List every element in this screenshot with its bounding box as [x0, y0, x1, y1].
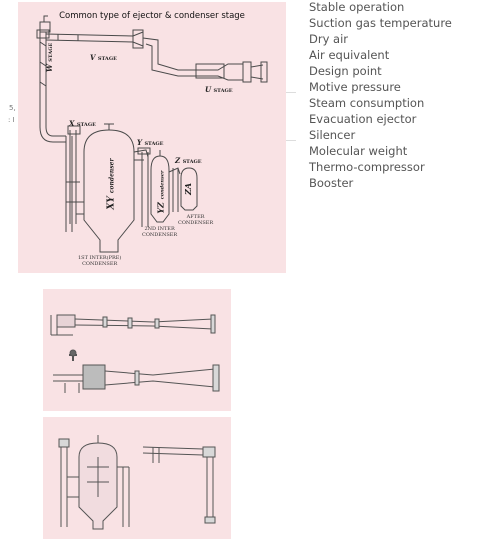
- w-to-x-piping: [39, 126, 80, 232]
- diagram-drawing: [36, 15, 268, 253]
- z-stage-label: Z STAGE: [175, 156, 202, 165]
- term-item[interactable]: Dry air: [309, 32, 349, 46]
- stage-letter: X: [69, 119, 75, 128]
- edge-text-fragment: : I: [8, 116, 15, 124]
- stage-suffix: STAGE: [76, 122, 96, 128]
- xy-condenser-label: XY condenser: [107, 158, 117, 209]
- v-stage-label: V STAGE: [90, 53, 117, 62]
- vessel-label-main: YZ: [155, 202, 166, 214]
- u-stage-ejector: [142, 37, 268, 83]
- main-condenser-vessel: [58, 435, 130, 530]
- term-item[interactable]: Stable operation: [309, 0, 405, 14]
- yz-condenser-vessel: [150, 150, 170, 223]
- term-item[interactable]: Evacuation ejector: [309, 112, 417, 126]
- x-stage-ejector: [67, 125, 81, 224]
- stage-suffix: STAGE: [144, 141, 164, 147]
- term-item[interactable]: Design point: [309, 64, 382, 78]
- za-condenser-vessel: [180, 167, 198, 211]
- divider-line: [286, 140, 296, 141]
- stage-letter: U: [205, 85, 212, 94]
- w-stage-ejector: [36, 29, 50, 127]
- stage-suffix: STAGE: [48, 42, 54, 62]
- after-condenser-caption: AFTER CONDENSER: [178, 214, 214, 226]
- v-stage-ejector: [39, 15, 144, 49]
- yz-condenser-label: YZ condenser: [156, 170, 166, 213]
- stage-suffix: STAGE: [213, 88, 233, 94]
- first-condenser-caption: 1ST INTER(PRE) CONDENSER: [78, 255, 122, 267]
- term-item[interactable]: Steam consumption: [309, 96, 425, 110]
- ejector-illustration-panel: [43, 289, 231, 411]
- u-stage-label: U STAGE: [205, 85, 233, 94]
- vessel-label-main: ZA: [183, 182, 194, 196]
- divider-line: [286, 92, 296, 93]
- y-stage-ejector: [133, 147, 151, 227]
- secondary-ejector-assembly: [142, 446, 216, 524]
- term-item[interactable]: Silencer: [309, 128, 356, 142]
- stage-suffix: STAGE: [97, 56, 117, 62]
- term-item[interactable]: Suction gas temperature: [309, 16, 452, 30]
- stage-letter: Z: [175, 156, 181, 165]
- vessel-label-sub: condenser: [108, 158, 116, 194]
- vessel-label-sub: condenser: [159, 170, 166, 200]
- term-item[interactable]: Air equivalent: [309, 48, 390, 62]
- stage-letter: V: [90, 53, 96, 62]
- term-item[interactable]: Motive pressure: [309, 80, 401, 94]
- upper-ejector: [50, 314, 216, 336]
- stage-suffix: STAGE: [182, 159, 202, 165]
- za-condenser-label: ZA: [183, 183, 193, 195]
- edge-text-fragment: 5,: [9, 104, 16, 112]
- xy-condenser-vessel: [76, 123, 135, 253]
- term-list: Stable operation Suction gas temperature…: [309, 0, 452, 192]
- x-stage-label: X STAGE: [69, 119, 96, 128]
- w-stage-label: W STAGE: [45, 43, 54, 72]
- z-stage-ejector: [168, 167, 181, 212]
- second-condenser-caption: 2ND INTER CONDENSER: [142, 226, 178, 238]
- condenser-illustration-panel: [43, 417, 231, 539]
- ejector-condenser-diagram: Common type of ejector & condenser stage: [18, 2, 286, 273]
- ejector-illustration: [50, 314, 220, 393]
- condenser-illustration: [58, 435, 216, 530]
- lower-ejector: [53, 349, 220, 393]
- y-stage-label: Y STAGE: [137, 138, 163, 147]
- stage-letter: W: [45, 64, 54, 72]
- term-item[interactable]: Molecular weight: [309, 144, 408, 158]
- vessel-label-main: XY: [106, 196, 117, 210]
- term-item[interactable]: Thermo-compressor: [309, 160, 425, 174]
- stage-letter: Y: [137, 138, 142, 147]
- diagram-title: Common type of ejector & condenser stage: [59, 11, 245, 21]
- term-item[interactable]: Booster: [309, 176, 354, 190]
